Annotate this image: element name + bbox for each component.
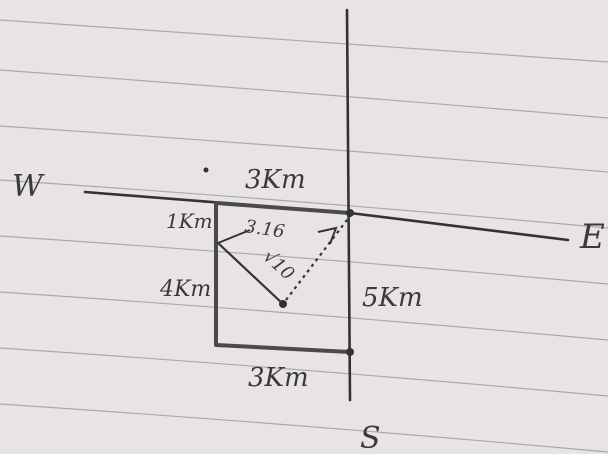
- east-label: E: [579, 217, 605, 257]
- right-distance-label: 5Km: [362, 283, 423, 313]
- end-point: [279, 300, 287, 308]
- west-label: W: [12, 169, 45, 204]
- left-lower-distance-label: 4Km: [159, 277, 211, 302]
- top-distance-label: 3Km: [245, 165, 306, 195]
- diagonal-line: [217, 242, 284, 305]
- diagonal-long-label: √10: [259, 246, 299, 285]
- bottom-distance-label: 3Km: [248, 363, 309, 393]
- north-south-axis: [345, 8, 352, 402]
- west-east-axis: [83, 190, 570, 242]
- ruled-lines: [0, 19, 608, 453]
- south-label: S: [360, 421, 381, 454]
- arrow-mark: [217, 226, 338, 245]
- left-upper-distance-label: 1Km: [166, 209, 213, 233]
- walk-path: [214, 201, 351, 354]
- stray-dot: [203, 167, 209, 173]
- corner-point: [346, 348, 354, 356]
- diagonal-short-label: 3.16: [243, 216, 286, 242]
- start-point: [346, 209, 354, 217]
